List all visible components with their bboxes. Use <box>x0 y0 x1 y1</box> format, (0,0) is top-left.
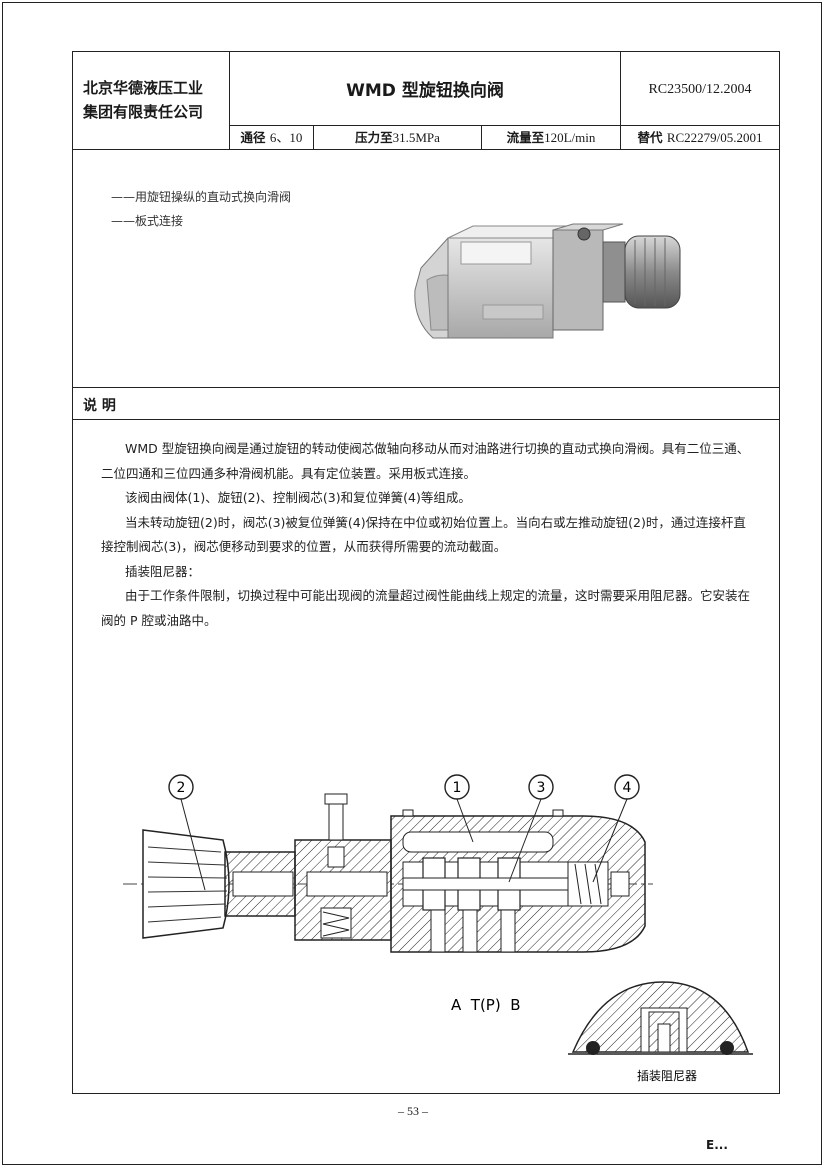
description-paragraph: 当未转动旋钮(2)时，阀芯(3)被复位弹簧(4)保持在中位或初始位置上。当向右或… <box>101 514 746 555</box>
callout-1: 1 <box>444 774 474 843</box>
spec-diameter-value: 6、10 <box>269 130 303 145</box>
datasheet: 北京华德液压工业 集团有限责任公司 WMD 型旋钮换向阀 RC23500/12.… <box>72 51 780 1094</box>
feature-item: ——板式连接 <box>111 214 184 228</box>
callout-label: 2 <box>177 780 186 796</box>
spec-flow-value: 120L/min <box>544 130 596 145</box>
company-name: 北京华德液压工业 集团有限责任公司 <box>73 52 230 150</box>
spec-replace-label: 替代 <box>637 130 663 145</box>
description: WMD 型旋钮换向阀是通过旋钮的转动使阀芯做轴向移动从而对油路进行切换的直动式换… <box>101 437 756 633</box>
callout-label: 3 <box>537 780 546 796</box>
footer-mark: E... <box>706 1138 728 1152</box>
spec-replace: 替代 RC22279/05.2001 <box>621 126 779 150</box>
description-paragraph: WMD 型旋钮换向阀是通过旋钮的转动使阀芯做轴向移动从而对油路进行切换的直动式换… <box>101 441 750 481</box>
spec-diameter-label: 通径 <box>240 130 266 145</box>
callout-label: 4 <box>623 780 632 796</box>
spec-pressure-label: 压力至 <box>355 130 393 145</box>
callout-4: 4 <box>592 774 640 883</box>
damper-detail <box>568 981 753 1055</box>
spec-pressure-value: 31.5MPa <box>392 130 440 145</box>
damper-caption: 插装阻尼器 <box>637 1069 697 1082</box>
company-line-2: 集团有限责任公司 <box>83 103 204 121</box>
valve-section-drawing: 2 1 3 4 A T(P) B 插装阻尼器 <box>123 774 753 1082</box>
spec-flow-label: 流量至 <box>506 130 545 145</box>
product-photo <box>414 223 681 339</box>
product-title: WMD 型旋钮换向阀 <box>230 52 621 126</box>
callout-2: 2 <box>168 774 206 891</box>
section-title: 说 明 <box>73 388 779 420</box>
callout-label: 1 <box>453 780 462 796</box>
spec-flow: 流量至120L/min <box>482 126 621 150</box>
spec-replace-value: RC22279/05.2001 <box>666 130 763 145</box>
spec-diameter: 通径 6、10 <box>230 126 314 150</box>
page-number: – 53 – <box>398 1104 428 1118</box>
description-paragraph: 插装阻尼器： <box>125 563 201 579</box>
description-paragraph: 该阀由阀体(1)、旋钮(2)、控制阀芯(3)和复位弹簧(4)等组成。 <box>125 490 471 505</box>
description-paragraph: 由于工作条件限制，切换过程中可能出现阀的流量超过阀性能曲线上规定的流量，这时需要… <box>101 588 751 628</box>
port-labels: A T(P) B <box>451 996 521 1014</box>
company-line-1: 北京华德液压工业 <box>83 79 204 97</box>
document-code: RC23500/12.2004 <box>621 52 779 126</box>
callout-3: 3 <box>508 774 554 883</box>
spec-pressure: 压力至31.5MPa <box>314 126 482 150</box>
overview-section: ——用旋钮操纵的直动式换向滑阀 ——板式连接 <box>73 150 779 388</box>
feature-item: ——用旋钮操纵的直动式换向滑阀 <box>111 190 292 204</box>
